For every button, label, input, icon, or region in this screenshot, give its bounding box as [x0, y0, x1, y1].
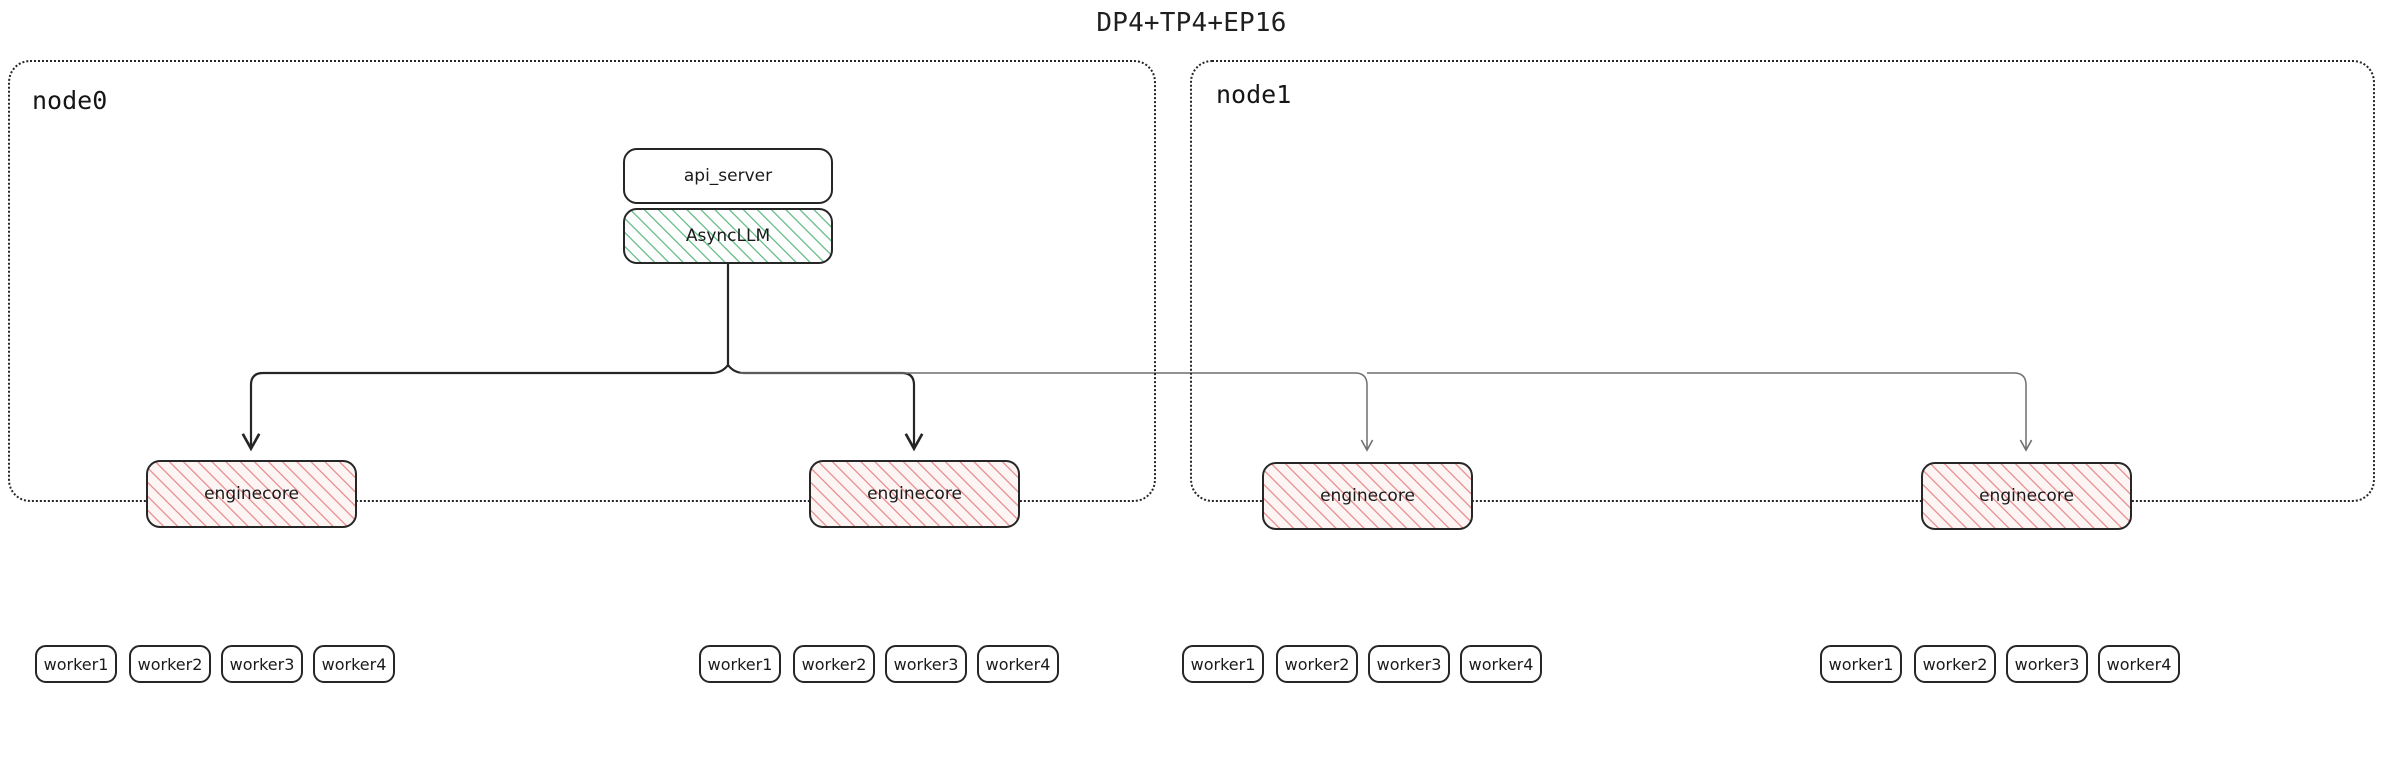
- enginecore-box[interactable]: enginecore: [809, 460, 1020, 528]
- worker-label: worker2: [801, 654, 867, 674]
- worker-box[interactable]: worker1: [35, 645, 117, 683]
- enginecore-box[interactable]: enginecore: [1262, 462, 1473, 530]
- worker-label: worker1: [1828, 654, 1894, 674]
- worker-box[interactable]: worker4: [2098, 645, 2180, 683]
- node-label-node0: node0: [32, 86, 108, 115]
- worker-box[interactable]: worker4: [313, 645, 395, 683]
- worker-box[interactable]: worker1: [1182, 645, 1264, 683]
- api_server-label: api_server: [683, 166, 773, 186]
- worker-label: worker2: [1922, 654, 1988, 674]
- worker-box[interactable]: worker2: [793, 645, 875, 683]
- worker-label: worker3: [893, 654, 959, 674]
- worker-label: worker2: [137, 654, 203, 674]
- enginecore-label: enginecore: [204, 484, 299, 504]
- worker-box[interactable]: worker1: [1820, 645, 1902, 683]
- worker-label: worker1: [43, 654, 109, 674]
- worker-label: worker1: [707, 654, 773, 674]
- worker-box[interactable]: worker1: [699, 645, 781, 683]
- node-label-node1: node1: [1216, 80, 1292, 109]
- node-panel-node0: [8, 60, 1156, 502]
- worker-label: worker4: [1468, 654, 1534, 674]
- enginecore-label: enginecore: [1979, 486, 2074, 506]
- node-panel-node1: [1190, 60, 2375, 502]
- worker-box[interactable]: worker4: [1460, 645, 1542, 683]
- worker-label: worker3: [1376, 654, 1442, 674]
- worker-box[interactable]: worker3: [221, 645, 303, 683]
- enginecore-label: enginecore: [867, 484, 962, 504]
- worker-box[interactable]: worker4: [977, 645, 1059, 683]
- worker-box[interactable]: worker2: [1914, 645, 1996, 683]
- enginecore-label: enginecore: [1320, 486, 1415, 506]
- worker-label: worker4: [2106, 654, 2172, 674]
- worker-box[interactable]: worker3: [885, 645, 967, 683]
- worker-label: worker3: [2014, 654, 2080, 674]
- worker-label: worker3: [229, 654, 295, 674]
- worker-label: worker2: [1284, 654, 1350, 674]
- async_llm-label: AsyncLLM: [685, 226, 771, 246]
- page-title: DP4+TP4+EP16: [1096, 8, 1287, 38]
- worker-label: worker4: [321, 654, 387, 674]
- worker-box[interactable]: worker2: [129, 645, 211, 683]
- worker-box[interactable]: worker3: [1368, 645, 1450, 683]
- worker-box[interactable]: worker2: [1276, 645, 1358, 683]
- async_llm-box[interactable]: AsyncLLM: [623, 208, 833, 264]
- worker-box[interactable]: worker3: [2006, 645, 2088, 683]
- worker-label: worker4: [985, 654, 1051, 674]
- enginecore-box[interactable]: enginecore: [146, 460, 357, 528]
- api_server-box[interactable]: api_server: [623, 148, 833, 204]
- enginecore-box[interactable]: enginecore: [1921, 462, 2132, 530]
- worker-label: worker1: [1190, 654, 1256, 674]
